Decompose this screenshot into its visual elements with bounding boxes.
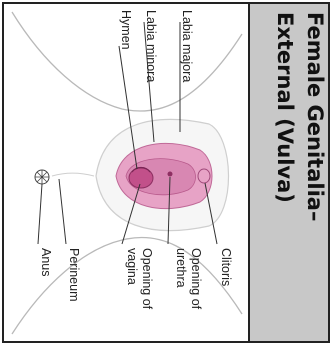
label-clitoris: Clitoris [219,248,233,286]
label-opening-urethra-2: urethra [174,248,188,288]
vulva-diagram: Labia majora Labia minora Hymen Clitoris… [4,4,246,341]
figure-title: Female Genitalia– External (Vulva) [270,12,330,332]
title-line-1: Female Genitalia– [300,12,330,332]
title-line-2: External (Vulva) [270,12,300,332]
label-hymen: Hymen [119,10,133,50]
label-labia-majora: Labia majora [180,10,194,82]
label-opening-urethra-1: Opening of [189,248,203,310]
anus-shape [35,170,49,184]
label-opening-vagina-2: vagina [125,248,139,285]
figure-frame: Labia majora Labia minora Hymen Clitoris… [2,2,330,343]
perineum-line [52,173,94,176]
label-anus: Anus [39,248,53,277]
label-opening-vagina-1: Opening of [140,248,154,310]
label-perineum: Perineum [67,248,81,302]
urethral-opening-shape [168,172,173,177]
title-panel: Female Genitalia– External (Vulva) [250,4,328,341]
clitoris-shape [198,169,210,183]
label-labia-minora: Labia minora [144,10,158,82]
